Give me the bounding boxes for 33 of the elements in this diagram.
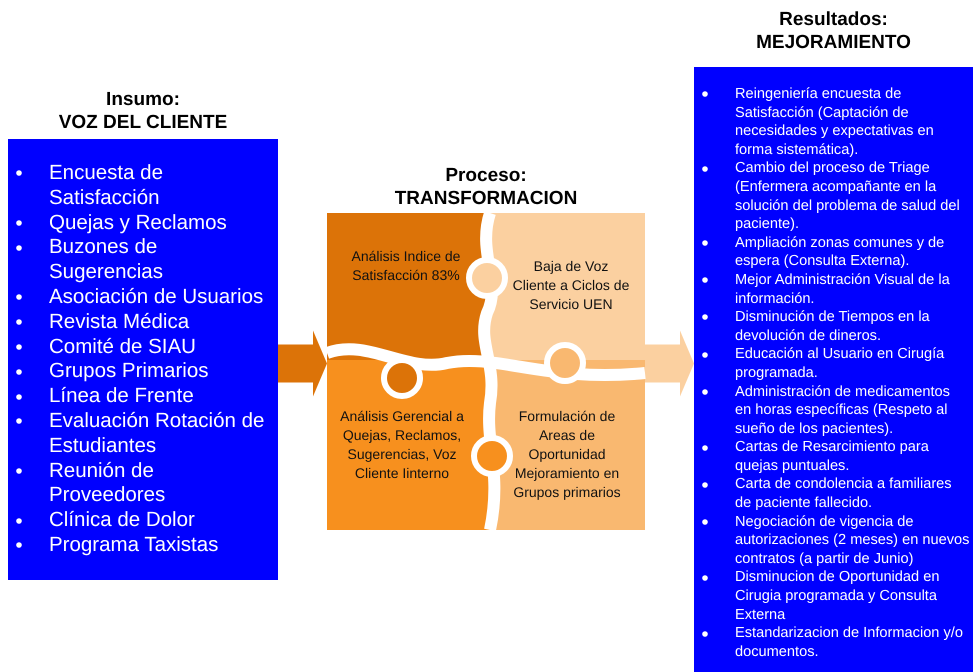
- piece-text: Formulación de Areas de Oportunidad Mejoramiento en Grupos primarios: [512, 407, 622, 502]
- list-item: Revista Médica: [49, 310, 190, 333]
- list-item: Evaluación Rotación de Estudiantes: [49, 408, 264, 457]
- list-item: Reingeniería encuesta de Satisfacción (Captación de necesidades y expectativas en forma sistemática).: [735, 86, 934, 158]
- list-item: Quejas y Reclamos: [49, 210, 227, 234]
- piece-text: Baja de Voz Cliente a Ciclos de Servicio UEN: [512, 257, 630, 314]
- section-heading: Proceso: TRANSFORMACION: [394, 164, 578, 210]
- list-item: Asociación de Usuarios: [49, 284, 264, 308]
- list-item: Negociación de vigencia de autorizaciones (2 meses) en nuevos contratos (a partir de Junio): [735, 514, 970, 567]
- list-item: Comité de SIAU: [49, 334, 196, 358]
- piece-text: Análisis Gerencial a Quejas, Reclamos, Sugerencias, Voz Cliente Iinterno: [339, 407, 465, 483]
- list-item: Programa Taxistas: [49, 532, 218, 556]
- list-item: Cartas de Resarcimiento para quejas puntuales.: [735, 439, 929, 474]
- list-item: Línea de Frente: [49, 384, 194, 408]
- list-item: Ampliación zonas comunes y de espera (Consulta Externa).: [735, 234, 944, 270]
- list-item: Buzones de Sugerencias: [49, 235, 163, 284]
- list-item: Estandarizacion de Informacion y/o documentos.: [735, 625, 963, 660]
- list-item: Reunión de Proveedores: [49, 458, 166, 506]
- section-heading: Insumo: VOZ DEL CLIENTE: [58, 88, 228, 134]
- list-item: Carta de condolencia a familiares de paciente fallecido.: [735, 476, 952, 512]
- arrow: [278, 330, 327, 396]
- list-item: Cambio del proceso de Triage (Enfermera acompañante en la solución del problema de salud del paciente).: [735, 160, 960, 232]
- piece-text: Análisis Indice de Satisfacción 83%: [350, 247, 462, 285]
- list-item: Disminución de Tiempos en la devolución de dineros.: [735, 309, 930, 344]
- list-item: Educación al Usuario en Cirugía programada.: [735, 346, 944, 381]
- list-item: Grupos Primarios: [49, 359, 208, 382]
- list-item: Clínica de Dolor: [49, 508, 195, 532]
- list-item: Administración de medicamentos en horas específicas (Respeto al sueño de los pacientes).: [735, 384, 950, 437]
- list-item: Disminucion de Oportunidad en Cirugia programada y Consulta Externa: [735, 569, 940, 623]
- arrow: [645, 330, 694, 396]
- list-item: Encuesta de Satisfacción: [49, 161, 163, 209]
- section-heading: Resultados: MEJORAMIENTO: [755, 8, 912, 54]
- list-item: Mejor Administración Visual de la información.: [735, 272, 950, 307]
